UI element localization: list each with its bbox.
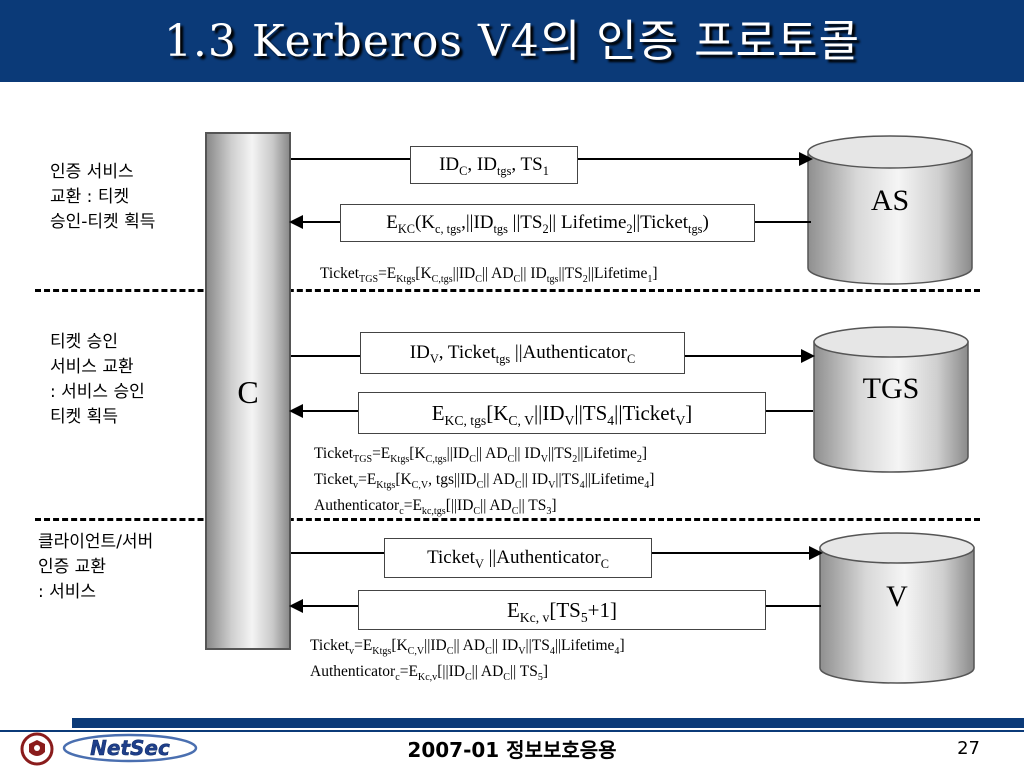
phase-2-line-1: 티켓 승인 [50,332,118,352]
ticket-tgs-definition: TicketTGS=EKtgs[KC,tgs||IDC|| ADC|| IDtg… [320,265,658,286]
footer-line [0,730,1024,732]
page-number: 27 [957,738,980,759]
phase-divider [35,518,980,521]
message-c-to-tgs: IDV, Tickettgs ||AuthenticatorC [360,332,685,374]
authenticator-definition: Authenticatorc=EKc,v[||IDC|| ADC|| TS5] [310,663,549,684]
tgs-server-cylinder [813,326,969,473]
title-banner [0,0,1024,82]
phase-label-cs-exchange: 클라이언트/서버 인증 교환 : 서비스 [38,530,153,605]
phase-2-line-3: : 서비스 승인 [50,382,145,402]
ticket-tgs-definition: TicketTGS=EKtgs[KC,tgs||IDC|| ADC|| IDV|… [314,445,648,466]
phase-1-line-1: 인증 서비스 [50,162,134,182]
footer-bar [0,718,1024,728]
footer-course: 2007-01 정보보호응용 [407,738,617,762]
as-label: AS [870,184,910,217]
ticket-v-definition: Ticketv=EKtgs[KC,V, tgs||IDC|| ADC|| IDV… [314,471,655,492]
phase-divider [35,289,980,292]
authenticator-definition: Authenticatorc=Ekc,tgs[||IDC|| ADC|| TS3… [314,497,557,518]
ticket-v-definition: Ticketv=EKtgs[KC,V||IDC|| ADC|| IDV||TS4… [310,637,625,658]
v-label: V [886,580,908,613]
message-c-to-v: TicketV ||AuthenticatorC [384,538,652,578]
tgs-phase-notes: TicketTGS=EKtgs[KC,tgs||IDC|| ADC|| IDV|… [314,444,654,522]
client-label: C [237,374,259,410]
phase-label-tgs-exchange: 티켓 승인 서비스 교환 : 서비스 승인 티켓 획득 [50,330,145,430]
message-as-to-c: EKC(Kc, tgs,||IDtgs ||TS2|| Lifetime2||T… [340,204,755,242]
netsec-logo-text: NetSec [90,736,170,760]
tgs-label: TGS [862,372,920,405]
phase-1-line-3: 승인-티켓 획득 [50,212,156,232]
phase-3-line-1: 클라이언트/서버 [38,532,154,552]
v-server-cylinder [819,532,975,684]
phase-label-as-exchange: 인증 서비스 교환 : 티켓 승인-티켓 획득 [50,160,155,235]
client-lifeline [205,132,291,650]
phase-3-line-3: : 서비스 [38,582,97,602]
phase-2-line-2: 서비스 교환 [50,357,134,377]
phase-1-line-2: 교환 : 티켓 [50,187,130,207]
netsec-logo: NetSec [62,733,198,763]
v-phase-notes: Ticketv=EKtgs[KC,V||IDC|| ADC|| IDV||TS4… [310,636,625,688]
message-v-to-c: EKc, v[TS5+1] [358,590,766,630]
footer-logo-gap [0,716,72,730]
message-tgs-to-c: EKC, tgs[KC, V||IDV||TS4||TicketV] [358,392,766,434]
slide-title: 1.3 Kerberos V4의 인증 프로토콜 [163,16,861,67]
message-c-to-as: IDC, IDtgs, TS1 [410,146,578,184]
university-emblem-icon [20,732,54,766]
phase-3-line-2: 인증 교환 [38,557,106,577]
phase-2-line-4: 티켓 획득 [50,407,118,427]
